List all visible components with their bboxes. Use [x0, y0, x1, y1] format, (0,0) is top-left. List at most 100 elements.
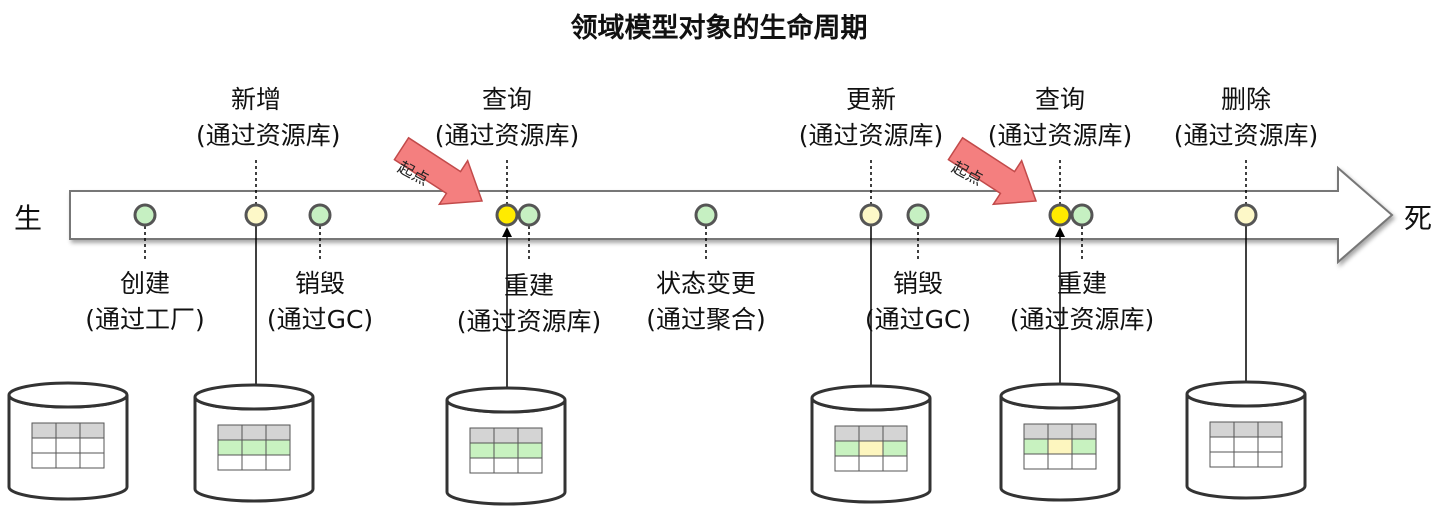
database-top [7, 381, 129, 409]
table-cell [1257, 451, 1283, 468]
table-cell [1209, 451, 1235, 468]
table-cell [517, 442, 543, 459]
table-cell [1023, 453, 1049, 470]
label-update-action: 更新 [845, 85, 896, 114]
table-cell [241, 454, 267, 471]
database-db6 [1185, 380, 1307, 500]
table-cell [1209, 436, 1235, 453]
table-cell [265, 454, 291, 471]
timeline-node-n2 [244, 203, 268, 227]
table-cell [469, 442, 495, 459]
table-cell [834, 455, 860, 472]
table-cell [1047, 453, 1073, 470]
table-cell [469, 457, 495, 474]
label-create: 创建 (通过工厂) [70, 266, 220, 338]
table-cell [1233, 451, 1259, 468]
table-cell [1209, 421, 1235, 438]
table-cell [858, 455, 884, 472]
label-add-via: (通过资源库) [196, 121, 341, 150]
database-top [193, 383, 315, 411]
timeline-node-n9 [1048, 203, 1072, 227]
table-cell [1071, 438, 1097, 455]
label-rebuild-2-via: (通过资源库) [1009, 305, 1155, 334]
timeline-node-n1 [133, 203, 157, 227]
table-cell [217, 424, 243, 441]
diagram-title: 领域模型对象的生命周期 [570, 13, 868, 44]
database-top [999, 382, 1121, 410]
label-query-2-via: (通过资源库) [987, 121, 1133, 150]
start-pointer-shape-2 [947, 136, 1038, 206]
label-query-1: 查询 (通过资源库) [417, 82, 597, 154]
label-destroy-2-action: 销毁 [892, 269, 943, 298]
table-cell [1257, 421, 1283, 438]
label-update-via: (通过资源库) [798, 121, 944, 150]
label-query-1-action: 查询 [481, 85, 532, 114]
label-rebuild-1: 重建 (通过资源库) [439, 268, 619, 340]
start-pointer-arrow-2 [947, 136, 1038, 206]
database-top [445, 386, 567, 414]
database-db5 [999, 382, 1121, 502]
table-cell [858, 440, 884, 457]
table-cell [79, 422, 105, 439]
table-cell [493, 427, 519, 444]
table-cell [1047, 438, 1073, 455]
table-cell [469, 427, 495, 444]
table-cell [1233, 436, 1259, 453]
timeline-node-n11 [1234, 203, 1258, 227]
table-cell [1257, 436, 1283, 453]
table-cell [1023, 438, 1049, 455]
label-rebuild-1-action: 重建 [503, 271, 554, 300]
label-add-action: 新增 [230, 85, 281, 114]
label-query-2: 查询 (通过资源库) [970, 82, 1150, 154]
label-state-change-via: (通过聚合) [646, 305, 766, 334]
table-cell [1047, 423, 1073, 440]
label-delete: 删除 (通过资源库) [1156, 82, 1336, 154]
table-cell [241, 439, 267, 456]
table-cell [517, 457, 543, 474]
label-update: 更新 (通过资源库) [781, 82, 961, 154]
start-pointer-shape-1 [393, 136, 484, 206]
database-top [1185, 380, 1307, 408]
table-cell [79, 437, 105, 454]
table-cell [55, 422, 81, 439]
label-add: 新增 (通过资源库) [196, 82, 341, 154]
label-destroy-1: 销毁 (通过GC) [255, 266, 385, 338]
start-pointer-arrow-1 [393, 136, 484, 206]
table-cell [217, 439, 243, 456]
table-cell [217, 454, 243, 471]
table-cell [882, 455, 908, 472]
label-create-via: (通过工厂) [85, 305, 205, 334]
label-rebuild-2-action: 重建 [1056, 269, 1107, 298]
timeline-node-n3 [308, 203, 332, 227]
databases-layer [7, 380, 1307, 506]
table-cell [31, 437, 57, 454]
table-cell [265, 424, 291, 441]
timeline-node-n8 [906, 203, 930, 227]
label-state-change: 状态变更 (通过聚合) [631, 266, 781, 338]
timeline-node-n10 [1070, 203, 1094, 227]
label-destroy-1-action: 销毁 [294, 269, 345, 298]
database-top [810, 384, 932, 412]
table-cell [858, 425, 884, 442]
label-delete-via: (通过资源库) [1173, 121, 1319, 150]
table-cell [517, 427, 543, 444]
label-rebuild-2: 重建 (通过资源库) [992, 266, 1172, 338]
timeline-node-n5 [517, 203, 541, 227]
label-destroy-1-via: (通过GC) [266, 305, 374, 334]
table-cell [1071, 453, 1097, 470]
timeline-node-n4 [495, 203, 519, 227]
table-cell [1233, 421, 1259, 438]
label-destroy-2: 销毁 (通过GC) [853, 266, 983, 338]
table-cell [882, 440, 908, 457]
table-cell [31, 452, 57, 469]
database-db1 [7, 381, 129, 501]
label-create-action: 创建 [119, 269, 170, 298]
table-cell [834, 425, 860, 442]
table-cell [1023, 423, 1049, 440]
nodes-layer [133, 203, 1258, 227]
table-cell [265, 439, 291, 456]
database-db3 [445, 386, 567, 506]
label-query-1-via: (通过资源库) [434, 121, 580, 150]
